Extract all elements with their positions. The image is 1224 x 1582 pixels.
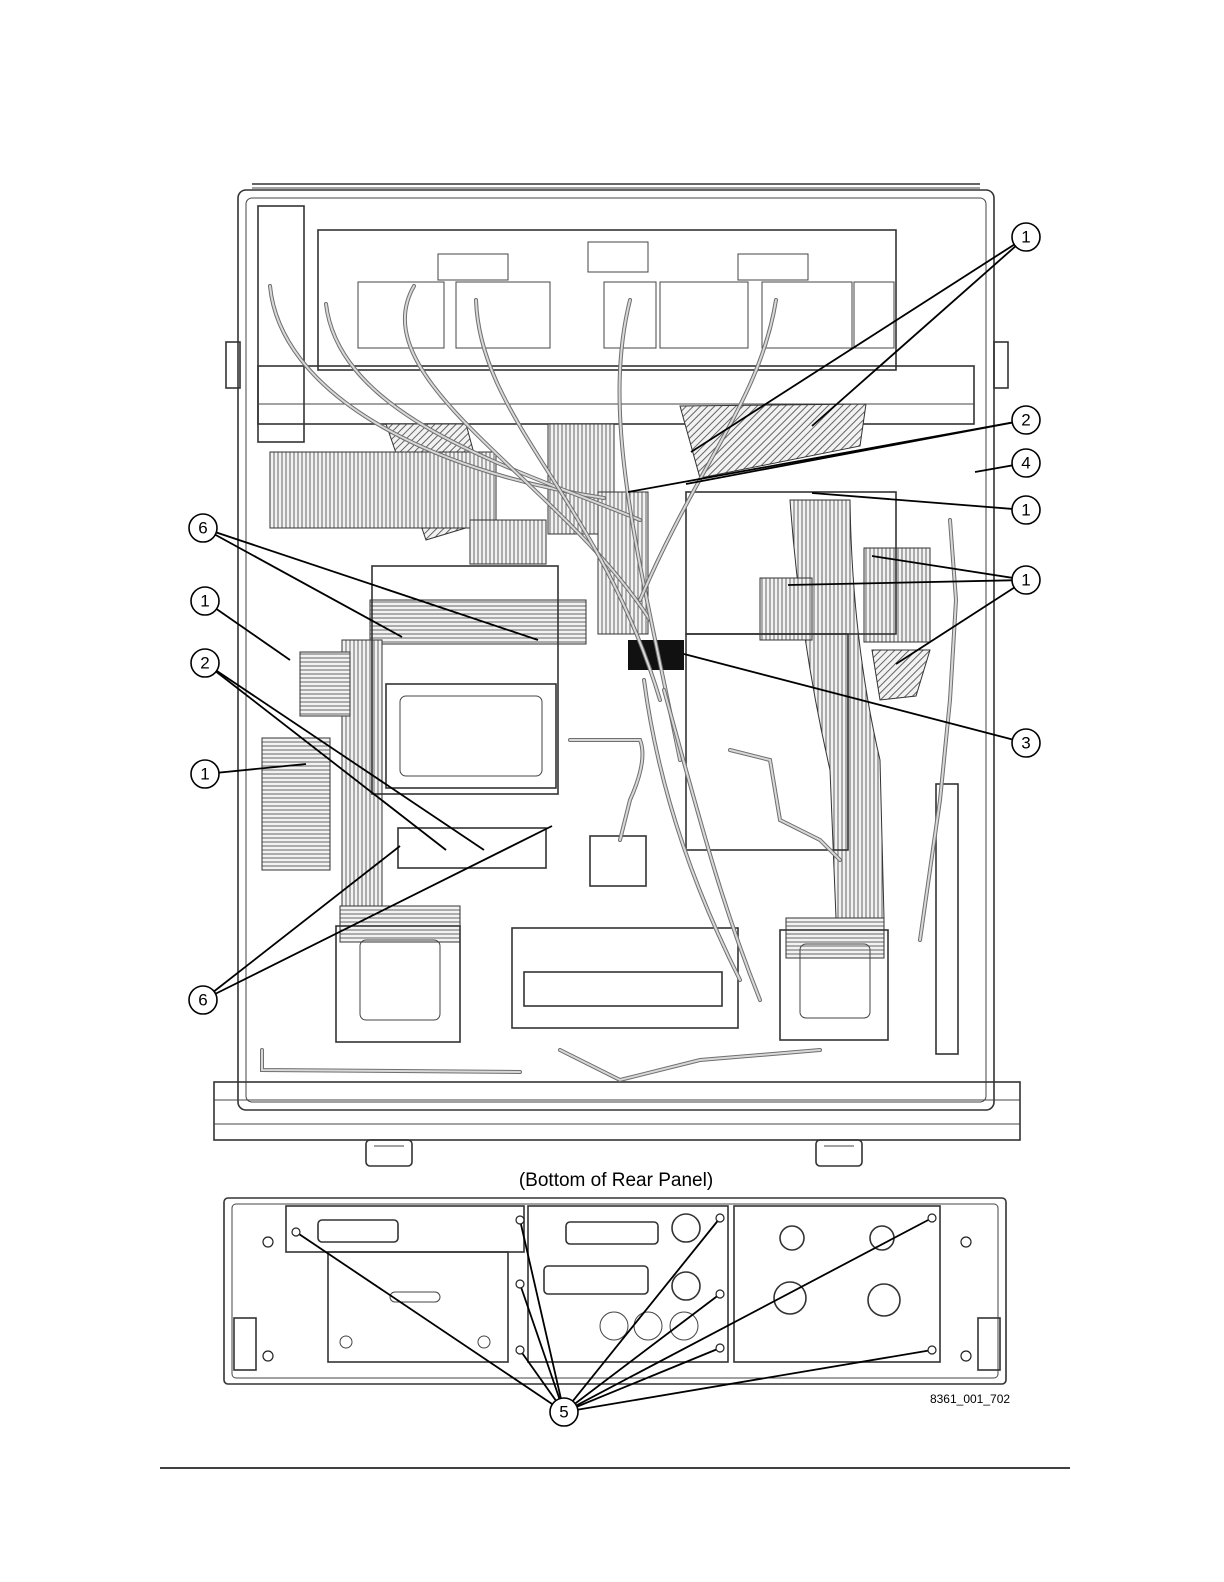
top-module-row	[258, 206, 974, 442]
callout-6-upper-left: 6	[189, 514, 217, 542]
svg-text:1: 1	[1021, 501, 1030, 520]
svg-text:6: 6	[198, 991, 207, 1010]
callout-2-top-right: 2	[1012, 406, 1040, 434]
callout-1-right: 1	[1012, 496, 1040, 524]
callout-5-bottom: 5	[550, 1398, 578, 1426]
callout-6-lower-left: 6	[189, 986, 217, 1014]
callout-1-right-middle: 1	[1012, 566, 1040, 594]
svg-text:5: 5	[559, 1403, 568, 1422]
svg-text:2: 2	[1021, 411, 1030, 430]
figure-id: 8361_001_702	[930, 1392, 1010, 1406]
svg-text:1: 1	[200, 592, 209, 611]
rear-panel-detail	[224, 1198, 1006, 1384]
svg-text:4: 4	[1021, 454, 1030, 473]
svg-text:6: 6	[198, 519, 207, 538]
figure-caption: (Bottom of Rear Panel)	[519, 1170, 713, 1191]
callout-2-left: 2	[191, 649, 219, 677]
svg-text:2: 2	[200, 654, 209, 673]
svg-text:1: 1	[1021, 571, 1030, 590]
callout-4-right: 4	[1012, 449, 1040, 477]
callout-1-top-right: 1	[1012, 223, 1040, 251]
svg-text:1: 1	[1021, 228, 1030, 247]
callout-1-left-lower: 1	[191, 760, 219, 788]
svg-text:3: 3	[1021, 734, 1030, 753]
callout-3-right: 3	[1012, 729, 1040, 757]
svg-text:1: 1	[200, 765, 209, 784]
callout-1-left: 1	[191, 587, 219, 615]
